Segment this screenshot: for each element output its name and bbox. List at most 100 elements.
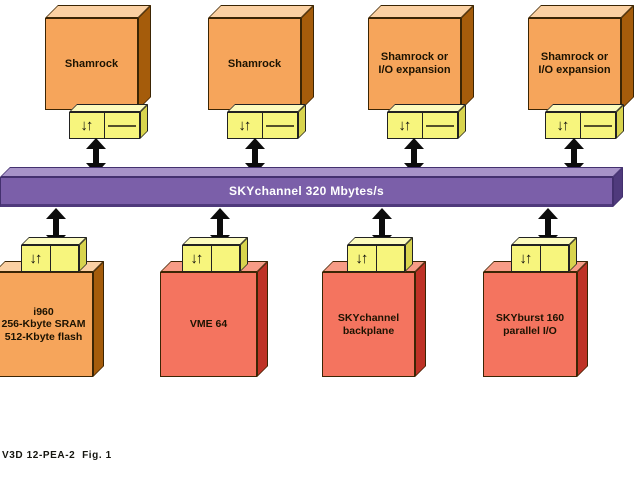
- node-label-line: 256-Kbyte SRAM: [1, 318, 86, 331]
- connector-front-face: ↓↑: [21, 245, 79, 272]
- card-side-face: [415, 261, 426, 377]
- bus-interface-connector: ↓↑: [347, 237, 413, 272]
- updown-arrows-icon: ↓↑: [183, 246, 212, 271]
- connector-front-face: ↓↑: [545, 112, 616, 139]
- box-side-face: [138, 5, 151, 110]
- connector-front-face: ↓↑: [182, 245, 240, 272]
- bus-interface-connector: ↓↑: [182, 237, 248, 272]
- bus-top-face: [0, 167, 623, 177]
- box-side-face: [621, 5, 634, 110]
- updown-arrows-icon: ↓↑: [228, 113, 263, 138]
- node-label-line: Shamrock: [64, 57, 119, 70]
- node-i960-card: i960 256-Kbyte SRAM 512-Kbyte flash: [0, 261, 104, 377]
- connector-side-face: [298, 104, 306, 139]
- connector-side-face: [458, 104, 466, 139]
- connector-front-face: ↓↑: [69, 112, 140, 139]
- connector-port: [541, 246, 568, 271]
- node-label-line: parallel I/O: [503, 324, 557, 337]
- connector-front-face: ↓↑: [227, 112, 298, 139]
- updown-arrows-icon: ↓↑: [70, 113, 105, 138]
- port-line: [584, 124, 612, 127]
- node-label-line: i960: [33, 305, 54, 318]
- connector-side-face: [616, 104, 624, 139]
- box-front-face: Shamrock or I/O expansion: [368, 18, 461, 110]
- bus-label: SKYchannel 320 Mbytes/s: [229, 184, 384, 198]
- connector-side-face: [140, 104, 148, 139]
- card-side-face: [577, 261, 588, 377]
- node-label: SKYburst 160 parallel I/O: [496, 312, 564, 337]
- node-label: SKYchannel backplane: [338, 312, 399, 337]
- node-label: VME 64: [190, 318, 227, 331]
- bus-interface-connector: ↓↑: [545, 104, 624, 139]
- node-shamrock-or-io-1: Shamrock or I/O expansion: [368, 5, 474, 110]
- box-top-face: [528, 5, 634, 18]
- connector-port: [423, 113, 457, 138]
- connector-top-face: [227, 104, 306, 112]
- bus-interface-connector: ↓↑: [227, 104, 306, 139]
- connector-port: [581, 113, 615, 138]
- connector-front-face: ↓↑: [387, 112, 458, 139]
- bus-interface-connector: ↓↑: [387, 104, 466, 139]
- connector-port: [51, 246, 78, 271]
- bus-interface-connector: ↓↑: [21, 237, 87, 272]
- node-label: Shamrock or I/O expansion: [538, 51, 610, 77]
- bus-interface-connector: ↓↑: [511, 237, 577, 272]
- node-shamrock-2: Shamrock: [208, 5, 314, 110]
- node-label-line: I/O expansion: [538, 64, 611, 76]
- node-label: i960 256-Kbyte SRAM 512-Kbyte flash: [1, 306, 85, 344]
- connector-top-face: [21, 237, 87, 245]
- node-shamrock-1: Shamrock: [45, 5, 151, 110]
- updown-arrows-icon: ↓↑: [348, 246, 377, 271]
- port-line: [108, 124, 136, 127]
- node-label: Shamrock: [65, 58, 118, 71]
- node-skyburst-card: SKYburst 160 parallel I/O: [483, 261, 588, 377]
- node-shamrock-or-io-2: Shamrock or I/O expansion: [528, 5, 634, 110]
- node-label-line: Shamrock or: [380, 51, 449, 63]
- node-label: Shamrock or I/O expansion: [378, 51, 450, 77]
- box-top-face: [208, 5, 314, 18]
- node-label-line: backplane: [342, 324, 395, 337]
- card-front-face: VME 64: [160, 272, 257, 377]
- node-label-line: SKYburst 160: [495, 312, 565, 324]
- node-label-line: SKYchannel: [337, 312, 400, 324]
- card-side-face: [257, 261, 268, 377]
- figure-caption: V3D 12-PEA-2 Fig. 1: [2, 450, 112, 461]
- bus-front-face: SKYchannel 320 Mbytes/s: [0, 177, 613, 207]
- connector-top-face: [182, 237, 248, 245]
- connector-top-face: [347, 237, 413, 245]
- connector-top-face: [387, 104, 466, 112]
- connector-port: [377, 246, 404, 271]
- box-top-face: [368, 5, 474, 18]
- updown-arrows-icon: ↓↑: [388, 113, 423, 138]
- connector-port: [212, 246, 239, 271]
- port-line: [266, 124, 294, 127]
- card-front-face: SKYburst 160 parallel I/O: [483, 272, 577, 377]
- node-label-line: 512-Kbyte flash: [4, 330, 83, 343]
- connector-top-face: [511, 237, 577, 245]
- skychannel-bus: SKYchannel 320 Mbytes/s: [0, 167, 623, 207]
- box-front-face: Shamrock: [45, 18, 138, 110]
- connector-front-face: ↓↑: [511, 245, 569, 272]
- node-label-line: I/O expansion: [378, 64, 451, 76]
- connector-port: [263, 113, 297, 138]
- card-front-face: i960 256-Kbyte SRAM 512-Kbyte flash: [0, 272, 93, 377]
- connector-top-face: [69, 104, 148, 112]
- node-label-line: Shamrock: [227, 57, 282, 70]
- box-side-face: [461, 5, 474, 110]
- box-front-face: Shamrock or I/O expansion: [528, 18, 621, 110]
- updown-arrows-icon: ↓↑: [546, 113, 581, 138]
- node-vme64-card: VME 64: [160, 261, 268, 377]
- updown-arrows-icon: ↓↑: [512, 246, 541, 271]
- box-side-face: [301, 5, 314, 110]
- updown-arrows-icon: ↓↑: [22, 246, 51, 271]
- node-label-line: VME 64: [189, 318, 228, 331]
- box-front-face: Shamrock: [208, 18, 301, 110]
- node-label-line: Shamrock or: [540, 51, 609, 63]
- connector-port: [105, 113, 139, 138]
- port-line: [426, 124, 454, 127]
- card-front-face: SKYchannel backplane: [322, 272, 415, 377]
- node-skychannel-backplane-card: SKYchannel backplane: [322, 261, 426, 377]
- box-top-face: [45, 5, 151, 18]
- node-label: Shamrock: [228, 58, 281, 71]
